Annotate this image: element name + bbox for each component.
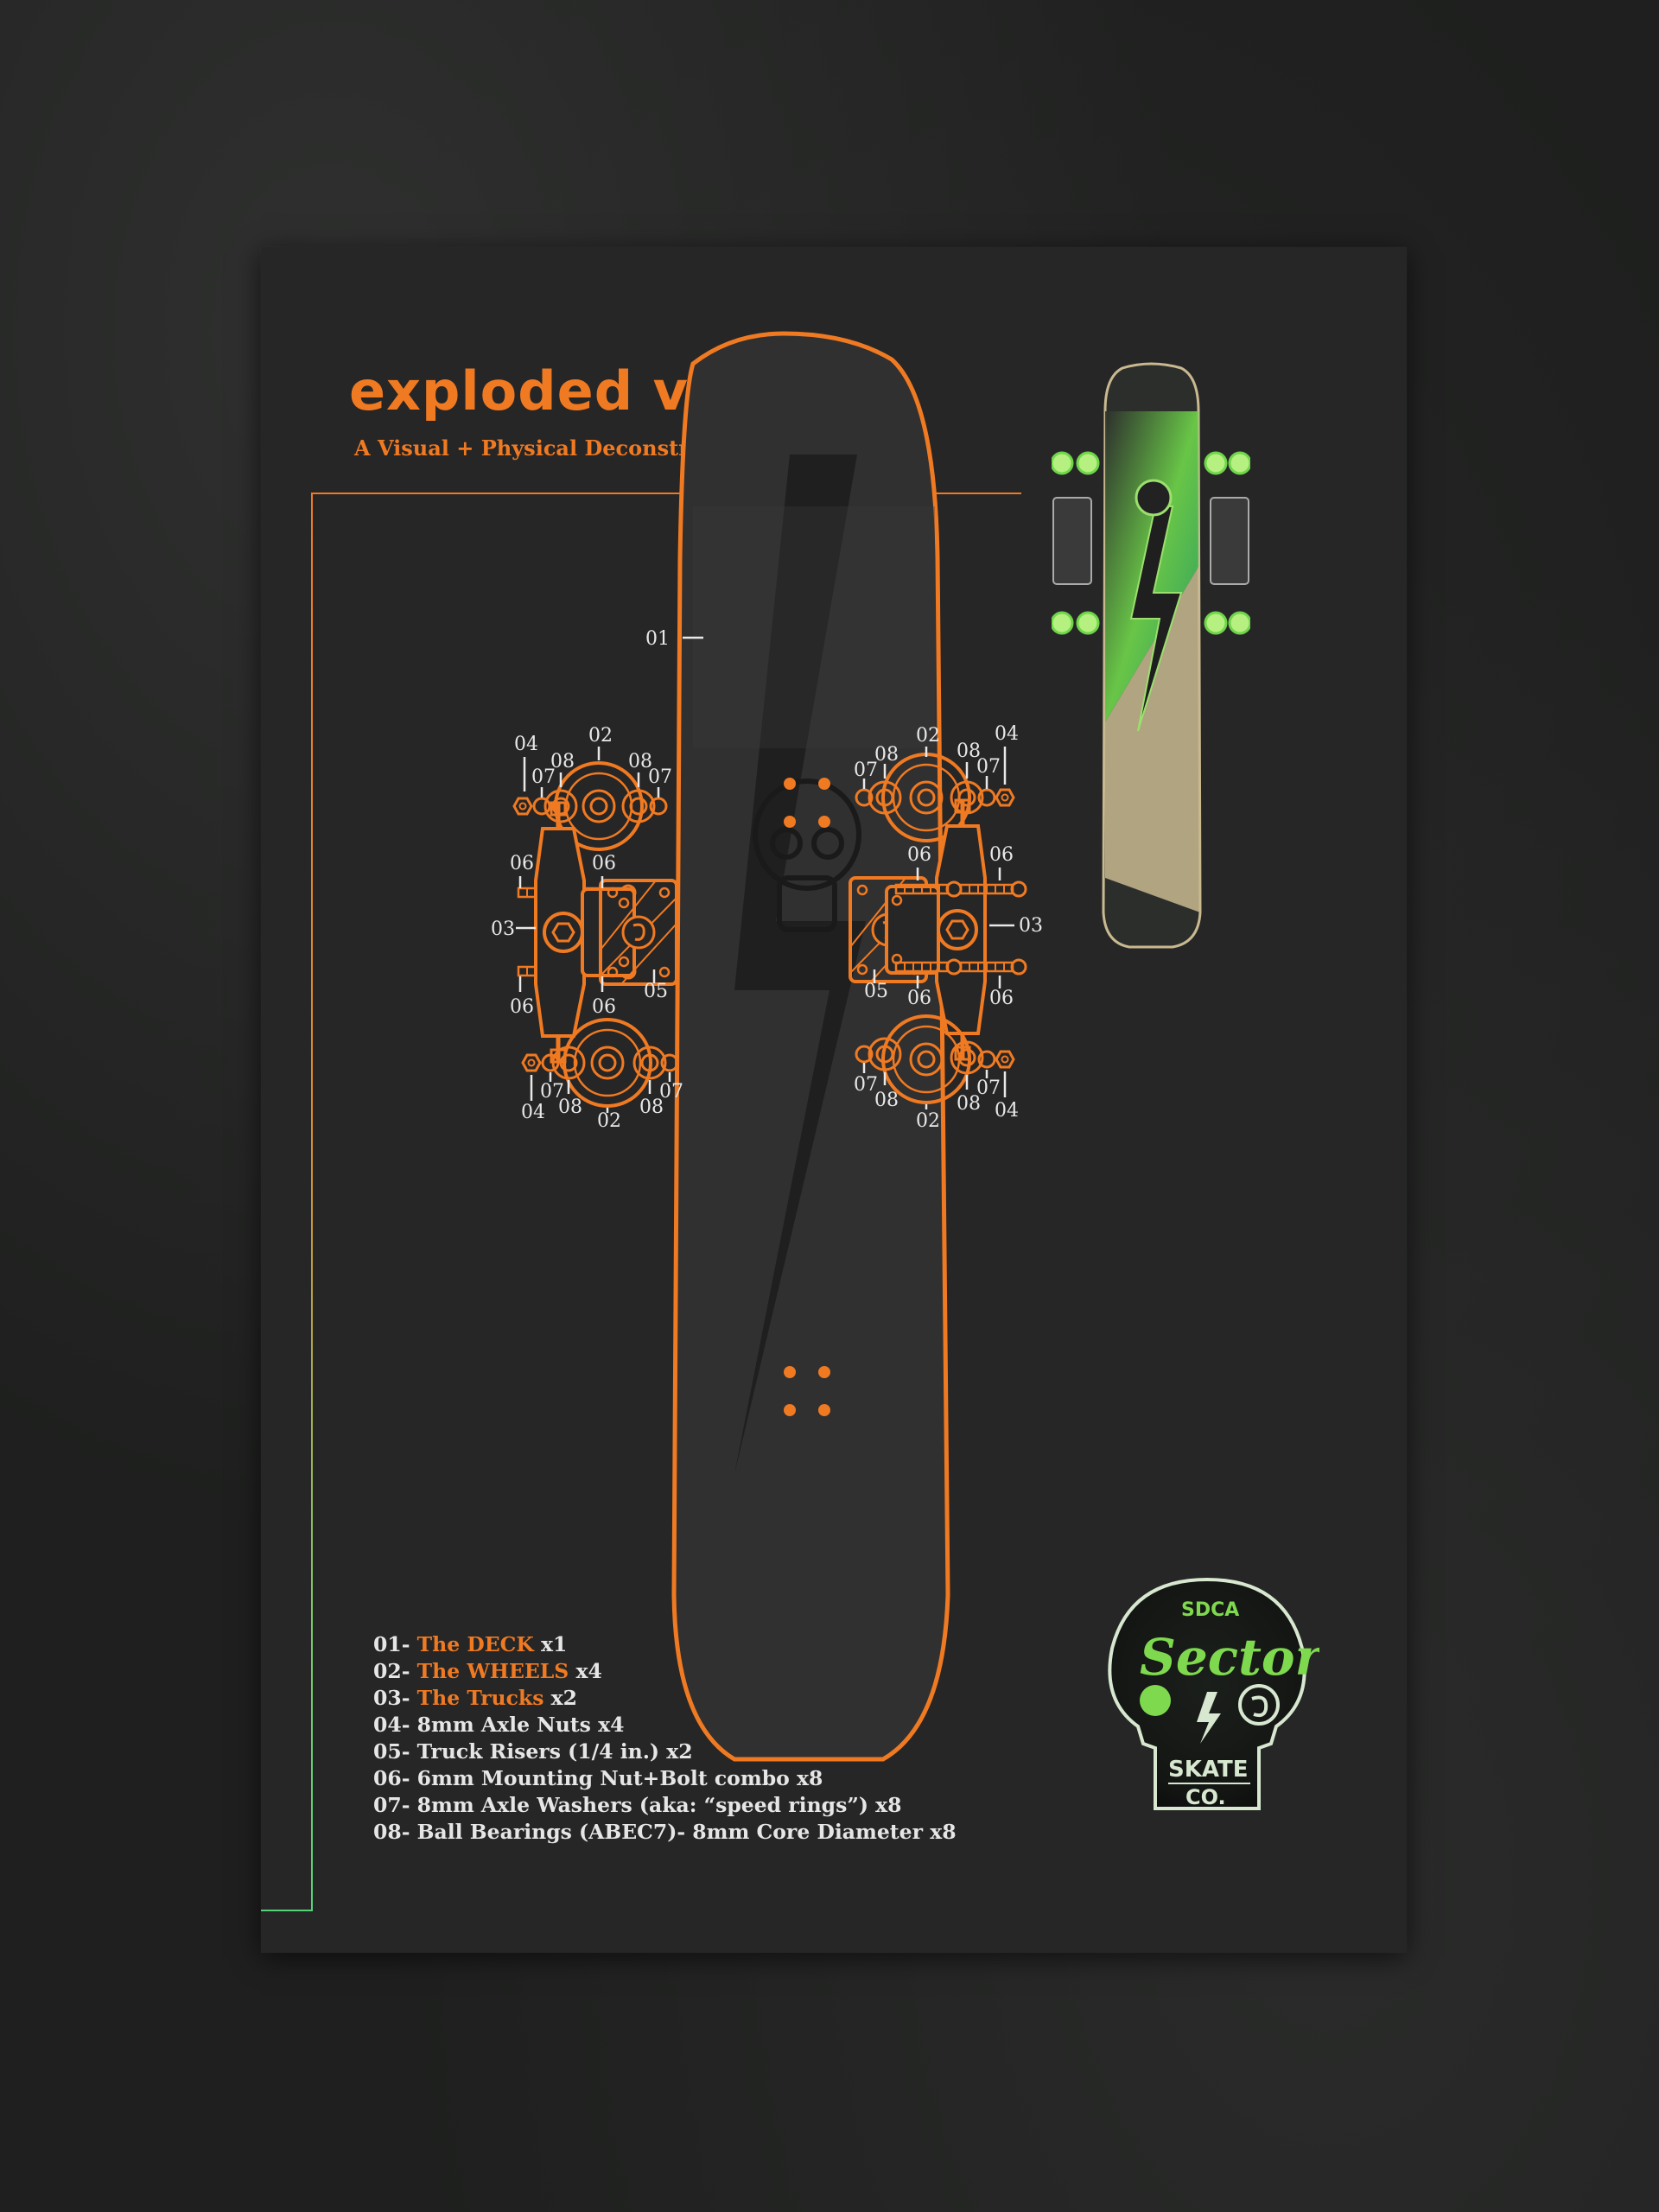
callout-bearing: 08 — [957, 1093, 981, 1115]
poster-sheet: exploded view A Visual + Physical Decons… — [261, 247, 1407, 1953]
thumb-truck — [1052, 497, 1092, 585]
wheel-assembly-bottom-left: 04 07 08 02 08 07 — [521, 1018, 683, 1132]
callout-nut-bolt: 06 — [592, 996, 616, 1018]
truck-assembly-left: 06 06 06 06 03 05 — [491, 803, 678, 1062]
callout-bearing: 08 — [558, 1096, 582, 1118]
skull-icon — [1135, 479, 1173, 517]
callout-bearing: 08 — [628, 751, 652, 772]
callout-washer: 07 — [531, 766, 556, 788]
callout-truck: 03 — [491, 918, 515, 940]
assembled-board-thumbnail — [1052, 362, 1250, 949]
logo-sdca: SDCA — [1181, 1599, 1239, 1621]
truck-assembly-right: 06 06 06 06 03 05 — [849, 800, 1043, 1059]
deck — [671, 331, 950, 1762]
wheel-assembly-top-right: 07 08 02 08 07 04 — [854, 723, 1019, 842]
frame-rule-bottom — [261, 1910, 313, 1911]
callout-nut-bolt: 06 — [592, 853, 616, 874]
callout-axle-nut: 04 — [514, 734, 538, 755]
exploded-diagram: 01 04 07 08 02 08 07 — [491, 331, 1043, 1762]
axle-nut-icon — [512, 797, 533, 816]
callout-washer: 07 — [648, 766, 672, 788]
legend-item: 02- The WHEELS x4 — [373, 1659, 602, 1683]
axle-nut-icon — [995, 788, 1015, 807]
frame-rule-left — [311, 493, 313, 1911]
thumb-wheel — [1052, 451, 1074, 475]
callout-nut-bolt: 06 — [510, 996, 534, 1018]
callout-washer: 07 — [854, 760, 878, 781]
deck-outline — [671, 331, 950, 1762]
callout-nut-bolt: 06 — [989, 988, 1014, 1009]
callout-bearing: 08 — [874, 1090, 899, 1111]
callout-bearing: 08 — [957, 741, 981, 762]
callout-nut-bolt: 06 — [989, 844, 1014, 866]
logo-co: CO. — [1185, 1785, 1226, 1809]
callout-axle-nut: 04 — [995, 1100, 1019, 1122]
skull-icon — [753, 779, 861, 932]
callout-wheel: 02 — [597, 1110, 621, 1132]
lightning-icon — [734, 454, 866, 1474]
callout-riser: 05 — [864, 981, 888, 1002]
frame-rule-top — [311, 493, 1021, 494]
callout-wheel: 02 — [588, 725, 613, 747]
axle-nut-icon — [995, 1050, 1015, 1069]
wheel-assembly-bottom-right: 07 08 02 08 07 04 — [854, 1014, 1019, 1132]
axle-nut-icon — [521, 1053, 542, 1072]
callout-bearing: 08 — [639, 1096, 664, 1118]
callout-wheel: 02 — [916, 1110, 940, 1132]
callout-riser: 05 — [644, 981, 668, 1002]
logo-skate: SKATE — [1168, 1757, 1248, 1783]
callout-axle-nut: 04 — [995, 723, 1019, 745]
legend-item: 01- The DECK x1 — [373, 1632, 568, 1656]
legend-item: 04- 8mm Axle Nuts x4 — [373, 1713, 625, 1737]
logo-sector: Sector — [1140, 1628, 1319, 1687]
legend-item: 03- The Trucks x2 — [373, 1686, 577, 1710]
callout-nut-bolt: 06 — [907, 988, 931, 1009]
callout-bearing: 08 — [874, 744, 899, 766]
callout-axle-nut: 04 — [521, 1102, 545, 1123]
legend-item: 05- Truck Risers (1/4 in.) x2 — [373, 1739, 693, 1764]
lightning-icon — [1129, 505, 1183, 732]
legend-item: 08- Ball Bearings (ABEC7)- 8mm Core Diam… — [373, 1820, 957, 1844]
callout-washer: 07 — [976, 1077, 1001, 1099]
callout-nut-bolt: 06 — [907, 844, 931, 866]
callout-deck: 01 — [645, 628, 670, 650]
callout-bearing: 08 — [550, 751, 575, 772]
deck-mount-holes — [784, 778, 830, 1416]
callout-washer: 07 — [976, 756, 1001, 778]
sector-skate-logo: SDCA Sector SKATE CO. — [1108, 1577, 1319, 1810]
lightning-icon — [1197, 1692, 1221, 1744]
callout-truck: 03 — [1019, 915, 1043, 937]
callout-wheel: 02 — [916, 725, 940, 747]
callout-washer: 07 — [854, 1074, 878, 1096]
callout-washer: 07 — [540, 1081, 564, 1103]
callout-washer: 07 — [659, 1081, 683, 1103]
legend-item: 06- 6mm Mounting Nut+Bolt combo x8 — [373, 1766, 823, 1790]
legend-item: 07- 8mm Axle Washers (aka: “speed rings”… — [373, 1793, 902, 1817]
callout-nut-bolt: 06 — [510, 853, 534, 874]
wheel-assembly-top-left: 04 07 08 02 08 07 — [512, 725, 672, 851]
parts-legend: 01- The DECK x1 02- The WHEELS x4 03- Th… — [373, 1631, 957, 1846]
